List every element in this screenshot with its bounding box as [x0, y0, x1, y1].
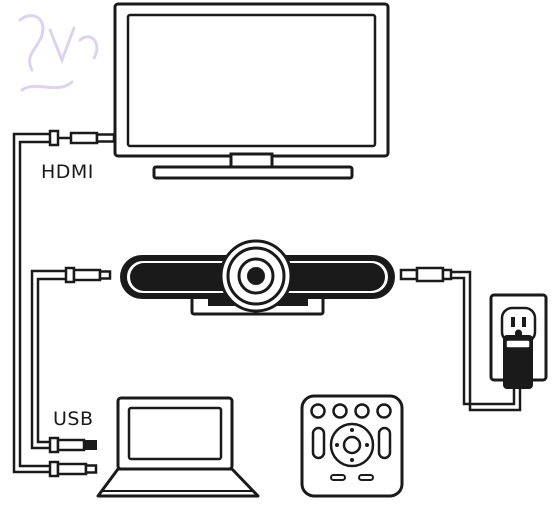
- hdmi-cable: [12, 129, 116, 478]
- conference-camera-icon: [120, 239, 395, 316]
- remote-control-icon: [300, 394, 404, 498]
- laptop-icon: [96, 396, 260, 498]
- hdmi-label: HDMI: [41, 161, 94, 183]
- usb-cable: [30, 266, 112, 454]
- power-adapter-icon: [503, 335, 533, 389]
- watermark-logo: [18, 14, 99, 92]
- monitor-icon: [113, 2, 390, 180]
- power-cable: [399, 266, 522, 412]
- usb-label: USB: [53, 408, 94, 430]
